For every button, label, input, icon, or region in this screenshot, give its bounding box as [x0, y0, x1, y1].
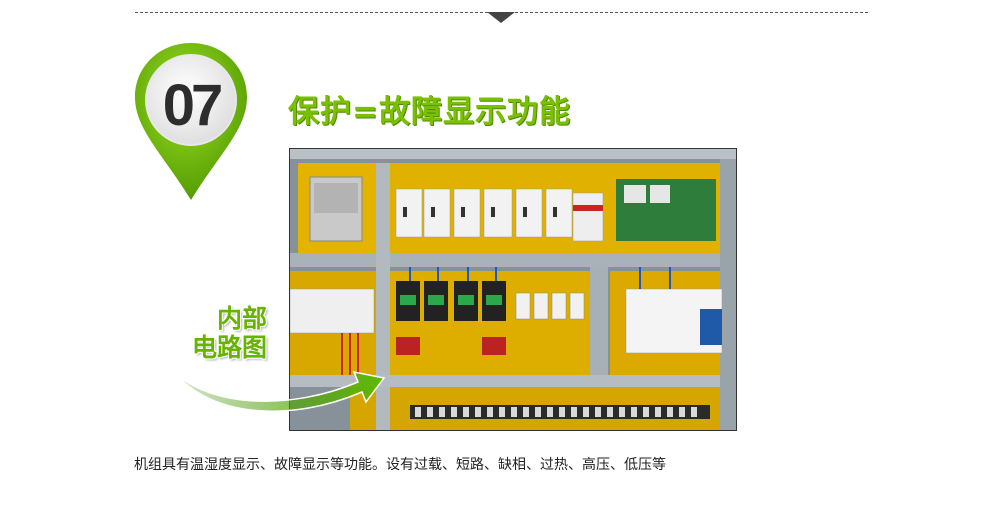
callout-line-2: 电路图: [191, 333, 267, 362]
map-pin-icon: [135, 43, 247, 200]
section-number: 07: [162, 73, 224, 138]
feature-description: 机组具有温湿度显示、故障显示等功能。设有过载、短路、缺相、过热、高压、低压等: [134, 457, 666, 473]
callout-line-1: 内部: [216, 304, 267, 333]
circuit-diagram-callout: 内部 电路图: [172, 304, 267, 362]
section-number-badge: 07: [132, 40, 250, 205]
section-title: 保护=故障显示功能: [288, 94, 571, 130]
down-triangle-icon: [487, 12, 515, 23]
curved-arrow-icon: [173, 370, 386, 412]
electrical-panel-illustration: [290, 149, 736, 430]
